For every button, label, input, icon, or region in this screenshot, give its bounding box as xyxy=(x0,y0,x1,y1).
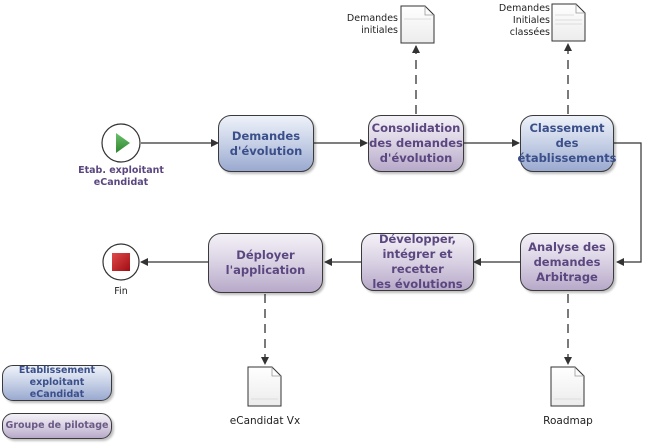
legend-label: Groupe de pilotage xyxy=(5,420,109,431)
task-label: Demandes d'évolution xyxy=(229,128,303,158)
flow-t3-to-t4 xyxy=(614,142,642,266)
end-event-label: Fin xyxy=(114,286,128,297)
document-label: Roadmap xyxy=(543,415,593,427)
task-label: Consolidation des demandes d'évolution xyxy=(369,121,463,165)
legend-groupe-pilotage: Groupe de pilotage xyxy=(2,413,112,439)
task-analyse-arbitrage[interactable]: Analyse des demandes Arbitrage xyxy=(520,233,614,291)
task-deployer[interactable]: Déployer l'application xyxy=(208,233,323,293)
document-icon[interactable] xyxy=(551,3,586,42)
task-consolidation[interactable]: Consolidation des demandes d'évolution xyxy=(368,115,464,172)
start-event-label: Etab. exploitant eCandidat xyxy=(78,165,164,188)
end-event[interactable] xyxy=(102,243,140,281)
task-label: Déployer l'application xyxy=(225,248,306,277)
play-icon xyxy=(116,133,130,153)
document-icon[interactable] xyxy=(550,366,585,407)
document-icon[interactable] xyxy=(400,5,435,44)
task-classement[interactable]: Classement des établissements xyxy=(517,115,617,172)
document-label: Demandes initiales xyxy=(346,13,398,36)
document-label: Demandes Initiales classées xyxy=(498,3,550,38)
task-developper[interactable]: Développer, intégrer et recetter les évo… xyxy=(361,232,474,291)
task-demandes-evolution[interactable]: Demandes d'évolution xyxy=(218,115,314,172)
task-label: Analyse des demandes Arbitrage xyxy=(528,239,606,284)
start-event[interactable] xyxy=(101,123,141,163)
stop-icon xyxy=(112,253,130,271)
document-label: eCandidat Vx xyxy=(229,415,301,427)
legend-label: Etablissement exploitant eCandidat xyxy=(18,365,96,400)
document-icon[interactable] xyxy=(247,366,282,407)
task-label: Développer, intégrer et recetter les évo… xyxy=(372,232,463,291)
task-label: Classement des établissements xyxy=(517,121,617,165)
legend-etablissement: Etablissement exploitant eCandidat xyxy=(2,365,112,401)
